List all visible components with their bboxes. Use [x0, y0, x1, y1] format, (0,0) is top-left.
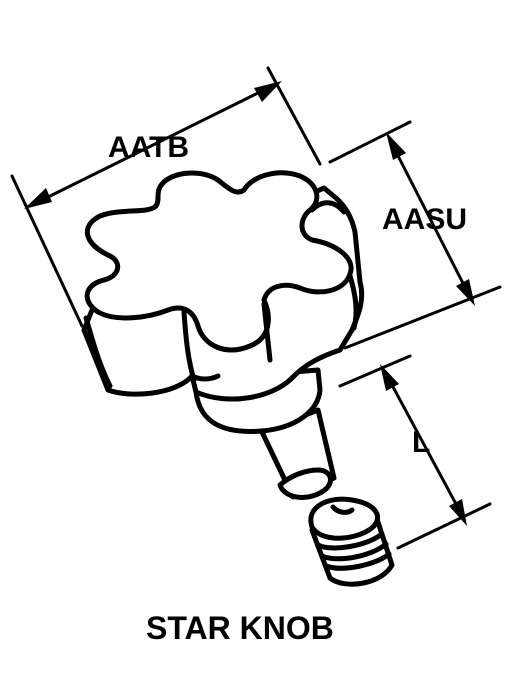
- dimension-line-aatb: [34, 85, 272, 205]
- screw-thread-1: [315, 531, 385, 551]
- set-screw: [308, 496, 395, 587]
- extension-line-aasu-top: [328, 120, 412, 164]
- dimension-line-aasu: [390, 142, 472, 299]
- arrowhead-l-top: [380, 364, 399, 391]
- caption-title: STAR KNOB: [146, 610, 334, 646]
- dimension-aasu: AASU: [328, 120, 502, 350]
- extension-line-left: [10, 174, 84, 328]
- label-aasu: AASU: [382, 203, 467, 236]
- arrowhead-l-bottom: [449, 499, 467, 526]
- arrowhead-aasu-bottom: [456, 279, 475, 306]
- screw-slot: [330, 504, 355, 515]
- dimension-aatb: AATB: [10, 66, 322, 328]
- lobe-contour-5: [309, 200, 347, 215]
- screw-thread-3: [323, 551, 392, 571]
- label-l: L: [412, 426, 430, 459]
- dimension-l: L: [338, 354, 492, 550]
- screw-head: [308, 496, 381, 541]
- extension-line-l-bottom: [396, 502, 492, 550]
- lobe-contour-3: [261, 301, 273, 363]
- label-aatb: AATB: [108, 131, 189, 164]
- screw-thread-2: [319, 541, 389, 562]
- dimension-line-l: [383, 370, 465, 519]
- extension-line-right: [266, 66, 322, 166]
- arrowhead-aatb-right: [254, 81, 282, 102]
- lobe-contour-6: [189, 373, 221, 382]
- knob-body: [81, 170, 365, 434]
- extension-line-l-top: [338, 354, 412, 388]
- lobe-contour-4: [347, 273, 359, 331]
- lobe-contour-1: [83, 315, 113, 389]
- extension-line-aasu-bottom: [343, 285, 502, 350]
- shaft-end: [277, 467, 333, 500]
- arrowhead-aasu-top: [386, 132, 406, 160]
- arrowhead-aatb-left: [24, 188, 52, 209]
